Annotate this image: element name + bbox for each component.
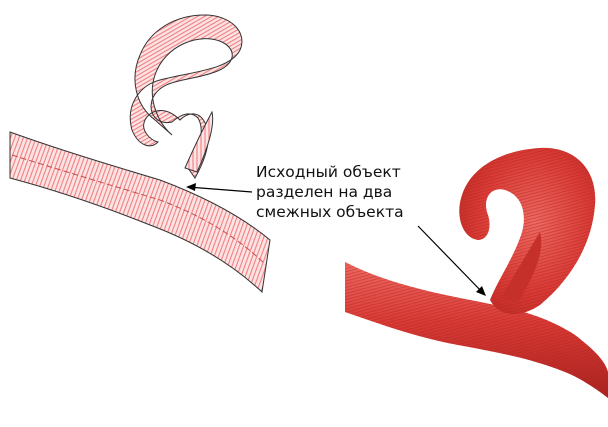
callout-line-1: Исходный объект — [256, 162, 404, 182]
callout-line-2: разделен на два — [256, 182, 404, 202]
callout-line-3: смежных объекта — [256, 202, 404, 222]
leader-arrow-left — [186, 183, 196, 191]
leader-line-left — [188, 187, 252, 192]
stitch-flick — [185, 112, 213, 172]
stitch-curl — [130, 15, 242, 178]
stitch-band — [10, 132, 270, 292]
callout-label: Исходный объект разделен на два смежных … — [254, 162, 406, 222]
stitch-view-group — [10, 15, 270, 292]
satin-band-texture — [345, 262, 608, 398]
